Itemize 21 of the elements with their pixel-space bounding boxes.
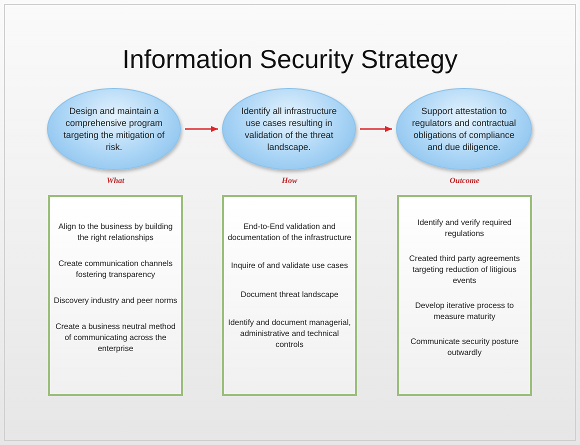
ellipse-text: Design and maintain a comprehensive program targeting the mitigation of risk. <box>62 105 166 153</box>
list-item: Created third party agreements targeting reduction of litigious events <box>408 253 521 286</box>
list-item: Create communication channels fostering transparency <box>57 258 174 280</box>
list-item: Create a business neutral method of communicating across the enterprise <box>54 321 177 354</box>
list-item: End-to-End validation and documentation of the infrastructure <box>226 221 352 243</box>
list-item: Identify and verify required regulations <box>416 217 513 239</box>
list-item: Communicate security posture outwardly <box>409 336 520 358</box>
list-item: Identify and document managerial, administrative and technical controls <box>227 316 352 350</box>
arrow <box>360 126 392 132</box>
title: Information Security Strategy <box>121 44 459 75</box>
column-heading: What <box>106 176 124 185</box>
list-item: Discovery industry and peer norms <box>52 295 178 306</box>
column-heading: Outcome <box>450 176 480 185</box>
list-item: Develop iterative process to measure maturity <box>414 300 515 322</box>
list-item: Align to the business by building the right relationships <box>57 221 174 243</box>
list-item: Document threat landscape <box>240 288 340 300</box>
column-heading: How <box>282 176 298 185</box>
arrow <box>185 126 218 132</box>
list-item: Inquire of and validate use cases <box>230 260 349 272</box>
ellipse-text: Support attestation to regulators and contractual obligations of compliance and due diligence. <box>411 105 517 153</box>
ellipse-text: Identify all infrastructure use cases resulting in validation of the threat landscape. <box>240 105 338 153</box>
